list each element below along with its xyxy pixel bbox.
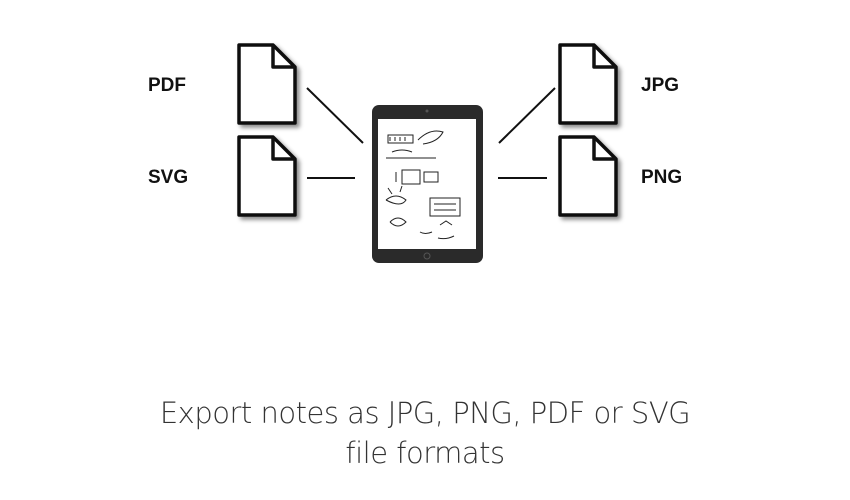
png-format-label: PNG [641,167,683,188]
jpg-document-icon [560,45,616,123]
png-document-icon [560,137,616,215]
jpg-format-label: JPG [641,75,680,96]
pdf-document-icon [239,45,295,123]
jpg-connector [498,87,556,144]
sketch-notes [385,130,461,240]
caption-line-2: file formats [345,436,505,470]
tablet-icon [372,105,483,263]
pdf-format-label: PDF [148,75,186,96]
connector-lines [306,87,556,179]
pdf-connector [306,87,364,144]
svg-format-label: SVG [148,167,189,188]
svg-document-icon [239,137,295,215]
caption-line-1: Export notes as JPG, PNG, PDF or SVG [159,396,691,430]
